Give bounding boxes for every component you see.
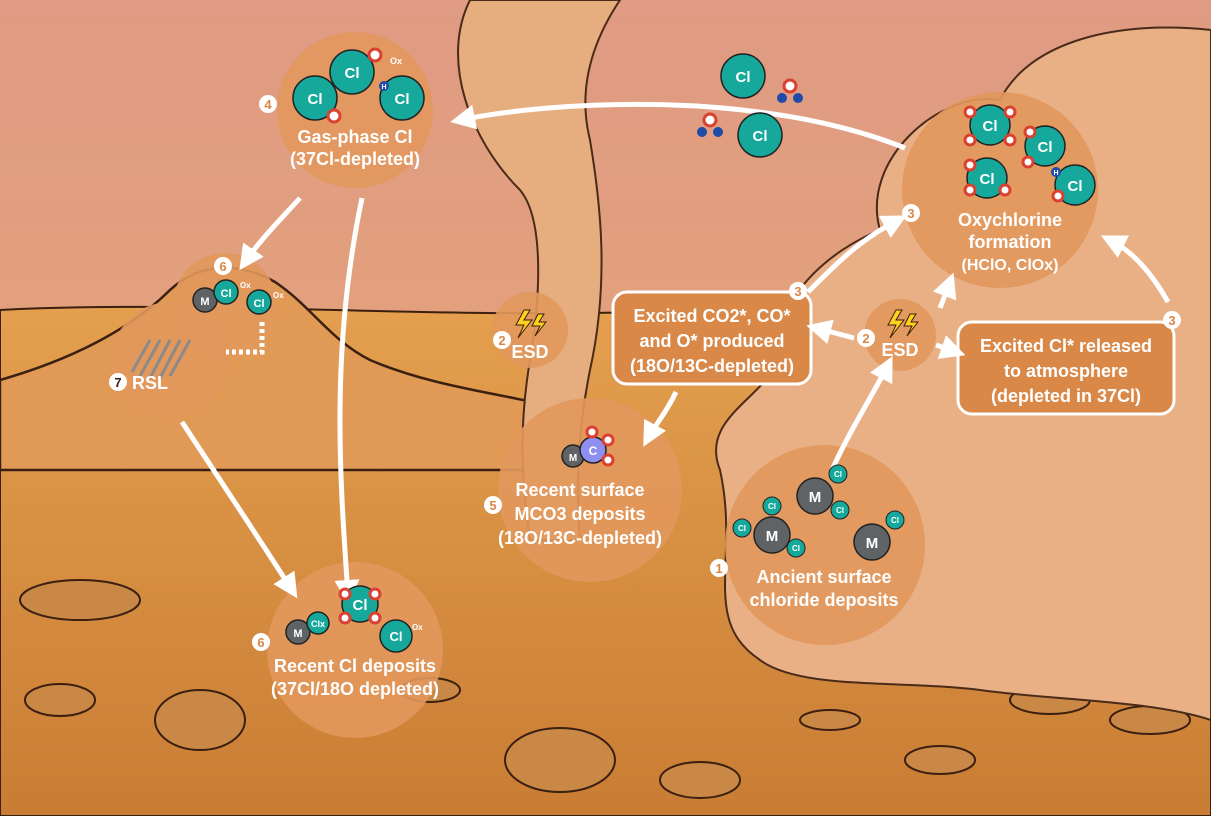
stage-3-line2: formation xyxy=(969,232,1052,252)
cl-label: Cl xyxy=(792,544,800,553)
ox-label: Ox xyxy=(240,281,251,290)
water-o xyxy=(704,114,716,126)
o-ring xyxy=(965,185,975,195)
stage-3b-number: 3 xyxy=(1168,313,1175,328)
stage-3b-line1: Excited Cl* released xyxy=(980,336,1152,356)
cl-label: Cl xyxy=(983,118,998,135)
cl-label: Cl xyxy=(221,288,232,300)
stage-6a-number: 6 xyxy=(219,259,226,274)
stage-2b-number: 2 xyxy=(862,331,869,346)
stage-3b-line3: (depleted in 37Cl) xyxy=(991,386,1141,406)
stage-4-title: Gas-phase Cl xyxy=(297,127,412,147)
o-ring xyxy=(587,427,597,437)
o-ring xyxy=(1005,107,1015,117)
o-ring xyxy=(603,455,613,465)
m-label: M xyxy=(809,489,822,506)
water-h xyxy=(713,127,723,137)
rsl-label: RSL xyxy=(132,373,168,393)
stage-3a-line3: (18O/13C-depleted) xyxy=(630,356,794,376)
stage-3b-line2: to atmosphere xyxy=(1004,361,1128,381)
clx-label: Clx xyxy=(311,619,325,629)
bubble-ancient-chloride xyxy=(725,445,925,645)
h-label: H xyxy=(1053,170,1058,177)
cl-label: Cl xyxy=(891,516,899,525)
stage-1-number: 1 xyxy=(715,561,722,576)
stage-2a-number: 2 xyxy=(498,333,505,348)
esd-right-label: ESD xyxy=(881,340,918,360)
m-label: M xyxy=(200,296,209,308)
cl-label: Cl xyxy=(395,91,410,108)
o-ring xyxy=(965,107,975,117)
cl-label: Cl xyxy=(254,298,265,310)
stage-5-line1: Recent surface xyxy=(515,480,644,500)
stage-3a-line2: and O* produced xyxy=(639,331,784,351)
o-ring xyxy=(1005,135,1015,145)
water-h xyxy=(697,127,707,137)
cl-label: Cl xyxy=(738,524,746,533)
o-ring xyxy=(1000,185,1010,195)
stage-5-line3: (18O/13C-depleted) xyxy=(498,528,662,548)
water-h xyxy=(793,93,803,103)
o-ring xyxy=(340,589,350,599)
o-ring xyxy=(370,613,380,623)
stage-7-number: 7 xyxy=(114,375,121,390)
stage-3-line3: (HClO, ClOx) xyxy=(962,257,1059,274)
stage-3-title: Oxychlorine xyxy=(958,210,1062,230)
m-label: M xyxy=(293,628,302,640)
stage-1-line2: chloride deposits xyxy=(749,590,898,610)
o-ring xyxy=(340,613,350,623)
o-ring xyxy=(1025,127,1035,137)
m-label: M xyxy=(766,528,779,545)
water-h xyxy=(777,93,787,103)
stage-5-line2: MCO3 deposits xyxy=(514,504,645,524)
cl-label: Cl xyxy=(980,171,995,188)
h-label: H xyxy=(381,84,386,91)
o-ring xyxy=(369,49,381,61)
stage-4-number: 4 xyxy=(264,97,272,112)
stage-6b-line2: (37Cl/18O depleted) xyxy=(271,679,439,699)
ox-label: Ox xyxy=(390,56,402,66)
o-ring xyxy=(965,135,975,145)
ox-label: Ox xyxy=(273,291,284,300)
stage-1-line1: Ancient surface xyxy=(756,567,891,587)
stage-6b-line1: Recent Cl deposits xyxy=(274,656,436,676)
c-label: C xyxy=(589,444,598,458)
cl-label: Cl xyxy=(390,629,403,644)
stage-4-subtitle: (37Cl-depleted) xyxy=(290,149,420,169)
o-ring xyxy=(370,589,380,599)
o-ring xyxy=(1023,157,1033,167)
stage-5-number: 5 xyxy=(489,498,496,513)
stage-6b-number: 6 xyxy=(257,635,264,650)
cl-label: Cl xyxy=(834,470,842,479)
o-ring xyxy=(1053,191,1063,201)
m-label: M xyxy=(866,535,879,552)
cl-label: Cl xyxy=(1038,139,1053,156)
o-ring xyxy=(328,110,340,122)
cl-label: Cl xyxy=(768,502,776,511)
cl-label: Cl xyxy=(753,128,768,145)
cl-label: Cl xyxy=(345,65,360,82)
o-ring xyxy=(965,160,975,170)
esd-left-label: ESD xyxy=(511,342,548,362)
cl-label: Cl xyxy=(1068,178,1083,195)
cl-label: Cl xyxy=(353,597,368,614)
m-label: M xyxy=(569,453,577,464)
ox-label: Ox xyxy=(412,623,423,632)
o-ring xyxy=(603,435,613,445)
stage-3-number: 3 xyxy=(907,206,914,221)
cl-label: Cl xyxy=(308,91,323,108)
stage-3a-number: 3 xyxy=(794,284,801,299)
water-o xyxy=(784,80,796,92)
cl-label: Cl xyxy=(836,506,844,515)
stage-3a-line1: Excited CO2*, CO* xyxy=(633,306,790,326)
cl-label: Cl xyxy=(736,69,751,86)
